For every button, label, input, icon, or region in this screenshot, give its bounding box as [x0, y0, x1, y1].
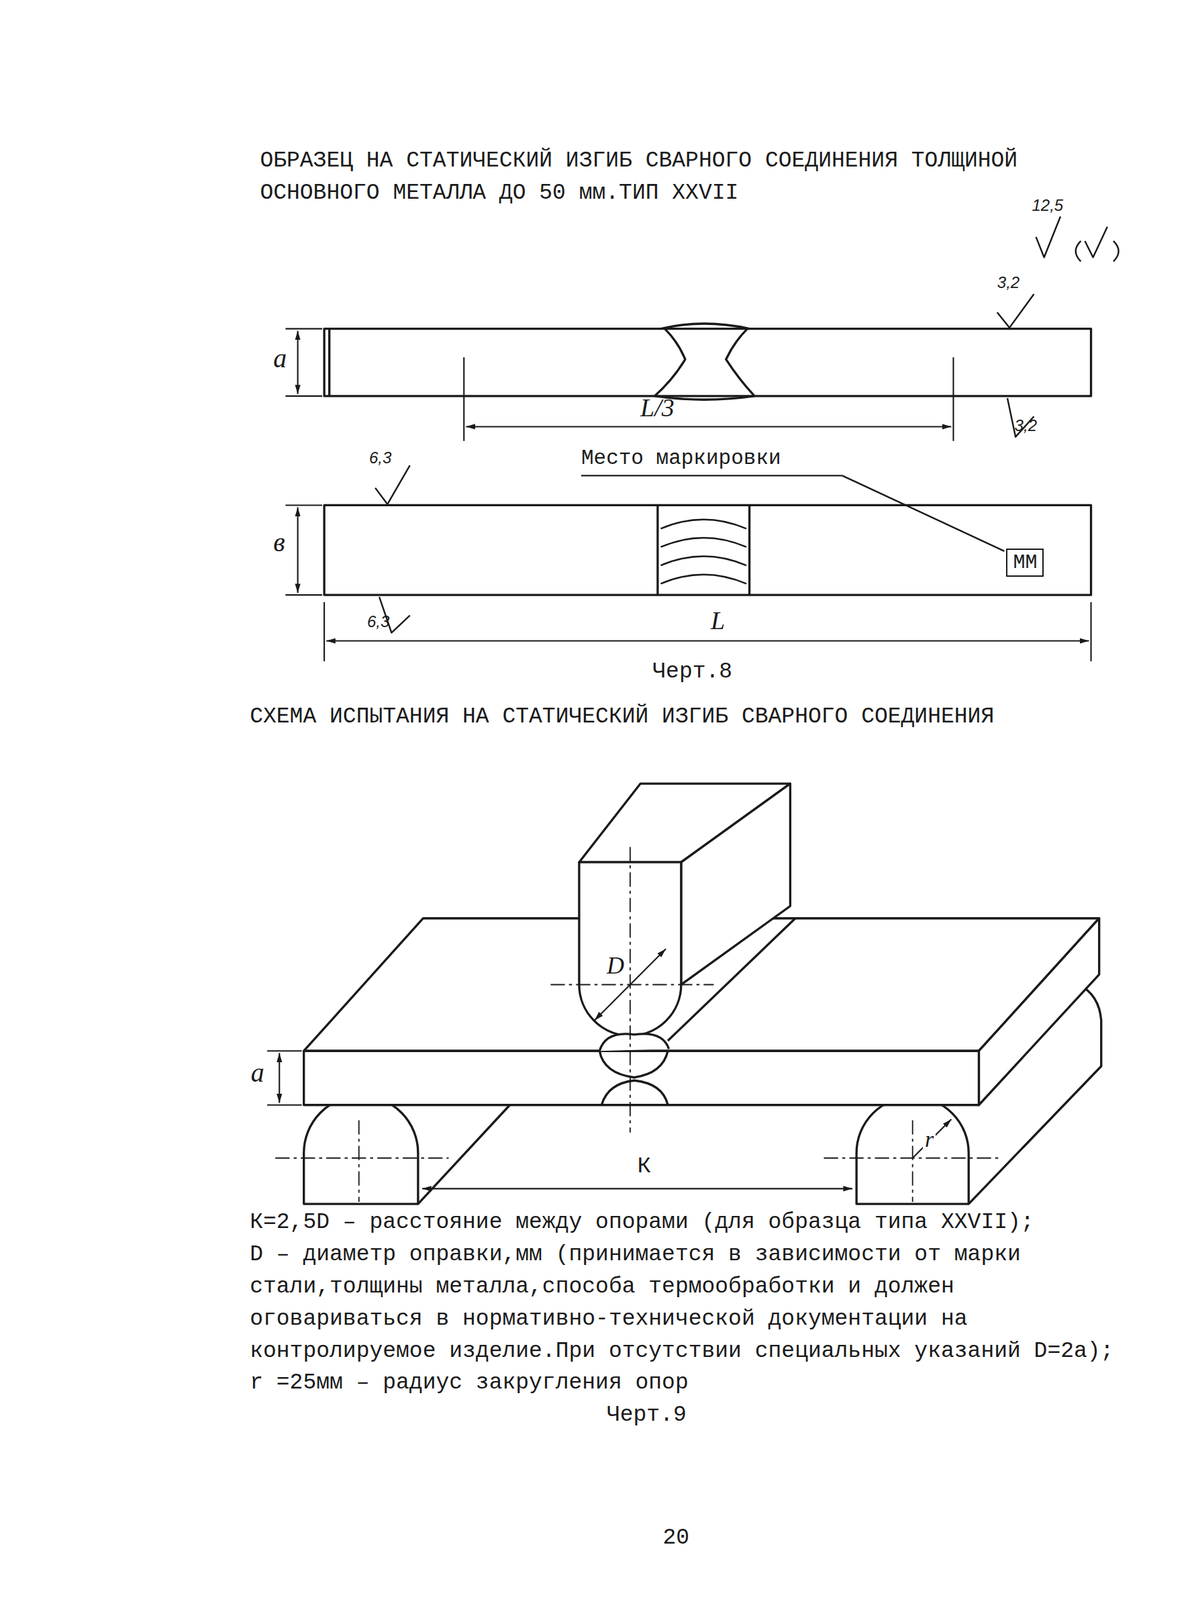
legend-note: К=2,5D – расстояние между опорами (для о…	[249, 1206, 1123, 1239]
marking-box: ММ	[1006, 548, 1044, 577]
legend-note: D – диаметр оправки,мм (принимается в за…	[249, 1238, 1123, 1367]
figure-number: Черт.9	[606, 1401, 687, 1429]
roughness-value: 12,5	[1031, 195, 1064, 216]
dimension-label: L/3	[640, 392, 675, 424]
figure-number: Черт.8	[652, 658, 733, 686]
legend-note: r =25мм – радиус закругления опор	[249, 1366, 1123, 1399]
section-heading: СХЕМА ИСПЫТАНИЯ НА СТАТИЧЕСКИЙ ИЗГИБ СВА…	[249, 703, 994, 731]
page-number: 20	[662, 1524, 690, 1552]
dimension-label: L	[710, 605, 725, 637]
roughness-value: 6,3	[369, 448, 392, 468]
dimension-label: К	[637, 1152, 652, 1180]
dimension-label: r	[922, 1125, 936, 1154]
drawing-title: ОБРАЗЕЦ НА СТАТИЧЕСКИЙ ИЗГИБ СВАРНОГО СО…	[259, 144, 1052, 210]
roughness-value: 3,2	[1014, 416, 1037, 436]
marking-note: Место маркировки	[581, 445, 782, 471]
dimension-label: в	[273, 526, 285, 559]
dimension-label: а	[273, 342, 287, 375]
dimension-label: D	[604, 951, 627, 980]
roughness-value: 3,2	[997, 273, 1020, 293]
dimension-label: а	[251, 1056, 265, 1089]
marking-text: ММ	[1012, 551, 1037, 574]
roughness-value: 6,3	[367, 612, 390, 632]
